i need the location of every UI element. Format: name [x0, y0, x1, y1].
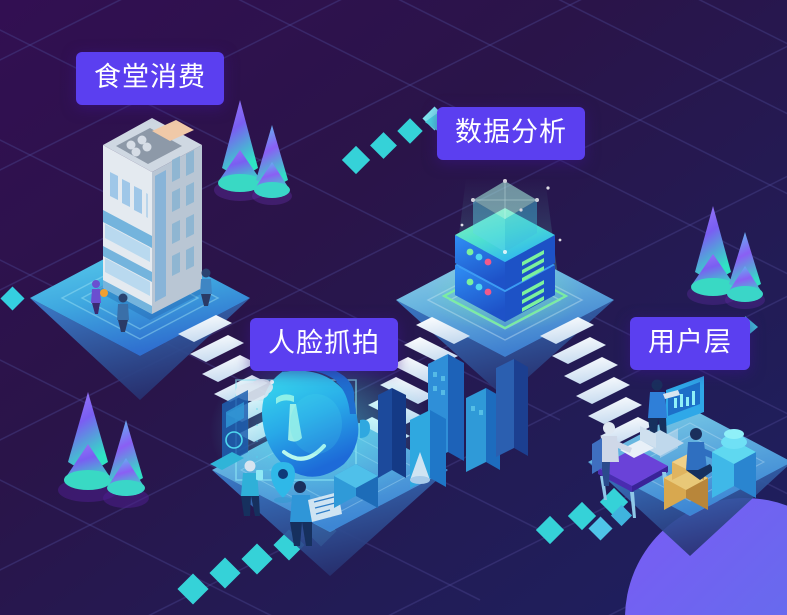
canteen-platform-underside: [30, 298, 250, 400]
tree-cluster-right: [687, 206, 765, 309]
face-scene-cone: [410, 452, 430, 484]
canteen-scene: [30, 118, 250, 400]
location-pin-icon: [271, 462, 295, 503]
person-with-tablet: [290, 481, 342, 546]
office-tower: [103, 118, 202, 314]
pedestrian-3: [200, 268, 212, 306]
pedestrian-2: [117, 293, 129, 332]
tree-cluster-top-center: [214, 100, 292, 205]
pedestrian-figures: [91, 268, 212, 332]
tower-windows-left: [110, 172, 148, 218]
edge-marker-left: [0, 286, 25, 311]
cyan-pedestal: [712, 429, 756, 498]
city-buildings: [378, 354, 528, 488]
label-data-analysis[interactable]: 数据分析: [437, 107, 585, 160]
pedestrian-1: [91, 280, 108, 314]
desk-worker: [592, 422, 668, 518]
corner-circle-decor: [625, 498, 787, 615]
tree-cluster-bottom-left: [58, 392, 149, 508]
label-canteen-consumption[interactable]: 食堂消费: [76, 52, 224, 105]
person-with-phone: [241, 460, 263, 516]
left-display-panel: [210, 390, 248, 470]
server-rack-upper: [455, 208, 555, 290]
face-scene-boxes: [334, 464, 378, 508]
label-user-layer[interactable]: 用户层: [630, 317, 750, 370]
data-label-notch: [425, 112, 439, 132]
tower-bands-left: [103, 210, 152, 314]
data-sparkles: [460, 186, 562, 242]
rooftop-equipment: [116, 120, 194, 164]
stairs-data-to-user: [540, 317, 654, 444]
user-scene: [588, 376, 787, 556]
face-scene: [210, 350, 528, 576]
tower-windows-right: [172, 150, 194, 276]
face-platform-underside: [212, 470, 448, 576]
face-head: [262, 363, 370, 477]
label-face-capture[interactable]: 人脸抓拍: [250, 318, 398, 371]
user-platform-underside: [588, 462, 787, 556]
floating-data-cube: [471, 179, 539, 254]
